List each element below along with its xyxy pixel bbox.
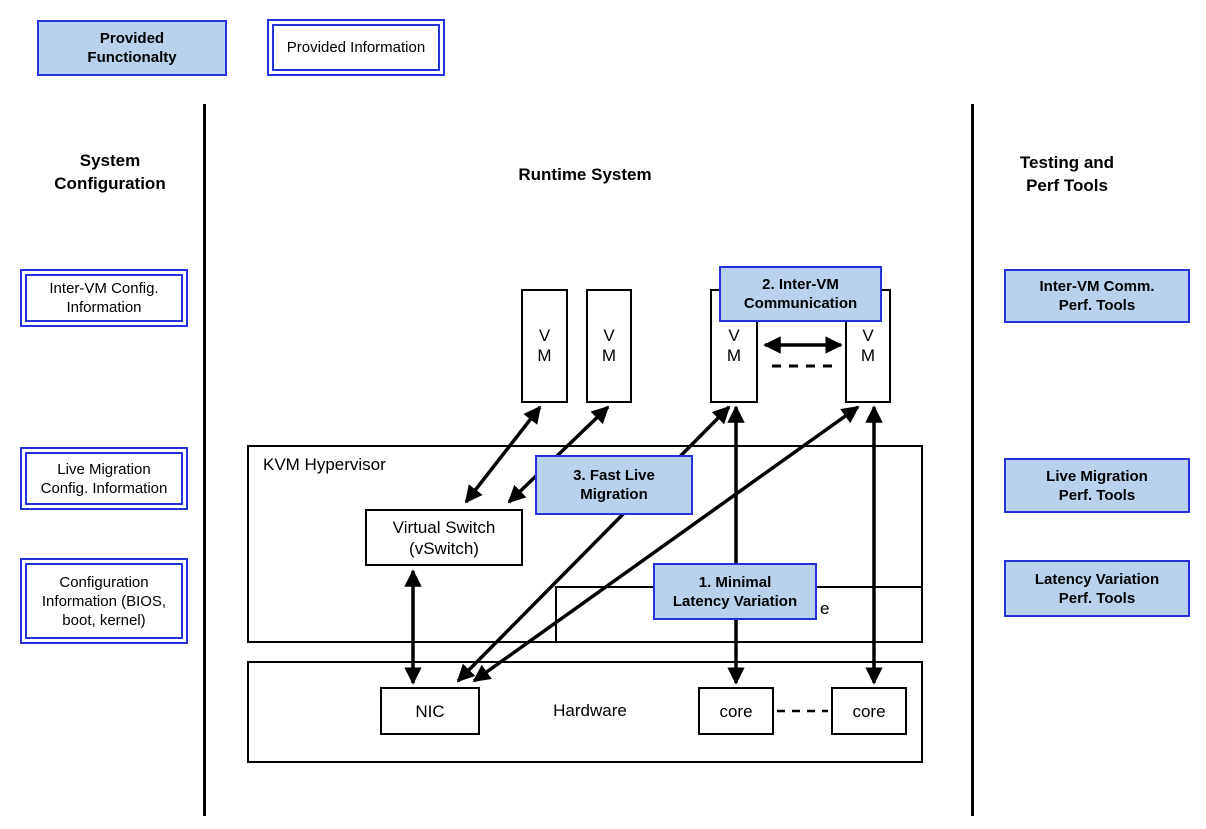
vm-box-1: V M <box>521 289 568 403</box>
right-column-divider <box>971 104 974 816</box>
virtual-switch-box: Virtual Switch (vSwitch) <box>365 509 523 566</box>
config-box-bios-boot-kernel: Configuration Information (BIOS, boot, k… <box>20 558 188 644</box>
hypervisor-inner-box-label-fragment: e <box>820 599 830 618</box>
left-column-divider <box>203 104 206 816</box>
legend-provided-information: Provided Information <box>267 19 445 76</box>
overlay-fast-live-migration: 3. Fast Live Migration <box>535 455 693 515</box>
heading-runtime-system: Runtime System <box>518 165 652 184</box>
vm-box-2: V M <box>586 289 632 403</box>
heading-testing-perf-tools: Testing and Perf Tools <box>1019 153 1115 195</box>
vm-box-3: V M <box>710 289 758 403</box>
perf-box-inter-vm-comm: Inter-VM Comm. Perf. Tools <box>1004 269 1190 323</box>
kvm-hypervisor-label: KVM Hypervisor <box>263 455 386 474</box>
legend-provided-functionality: Provided Functionalty <box>37 20 227 76</box>
perf-box-live-migration: Live Migration Perf. Tools <box>1004 458 1190 513</box>
heading-system-configuration: System Configuration <box>54 151 166 193</box>
core-box-1: core <box>698 687 774 735</box>
hardware-label: Hardware <box>553 701 627 720</box>
nic-box: NIC <box>380 687 480 735</box>
config-box-inter-vm: Inter-VM Config. Information <box>20 269 188 327</box>
perf-box-latency-variation: Latency Variation Perf. Tools <box>1004 560 1190 617</box>
config-box-live-migration: Live Migration Config. Information <box>20 447 188 510</box>
overlay-inter-vm-communication: 2. Inter-VM Communication <box>719 266 882 322</box>
overlay-minimal-latency-variation: 1. Minimal Latency Variation <box>653 563 817 620</box>
core-box-2: core <box>831 687 907 735</box>
